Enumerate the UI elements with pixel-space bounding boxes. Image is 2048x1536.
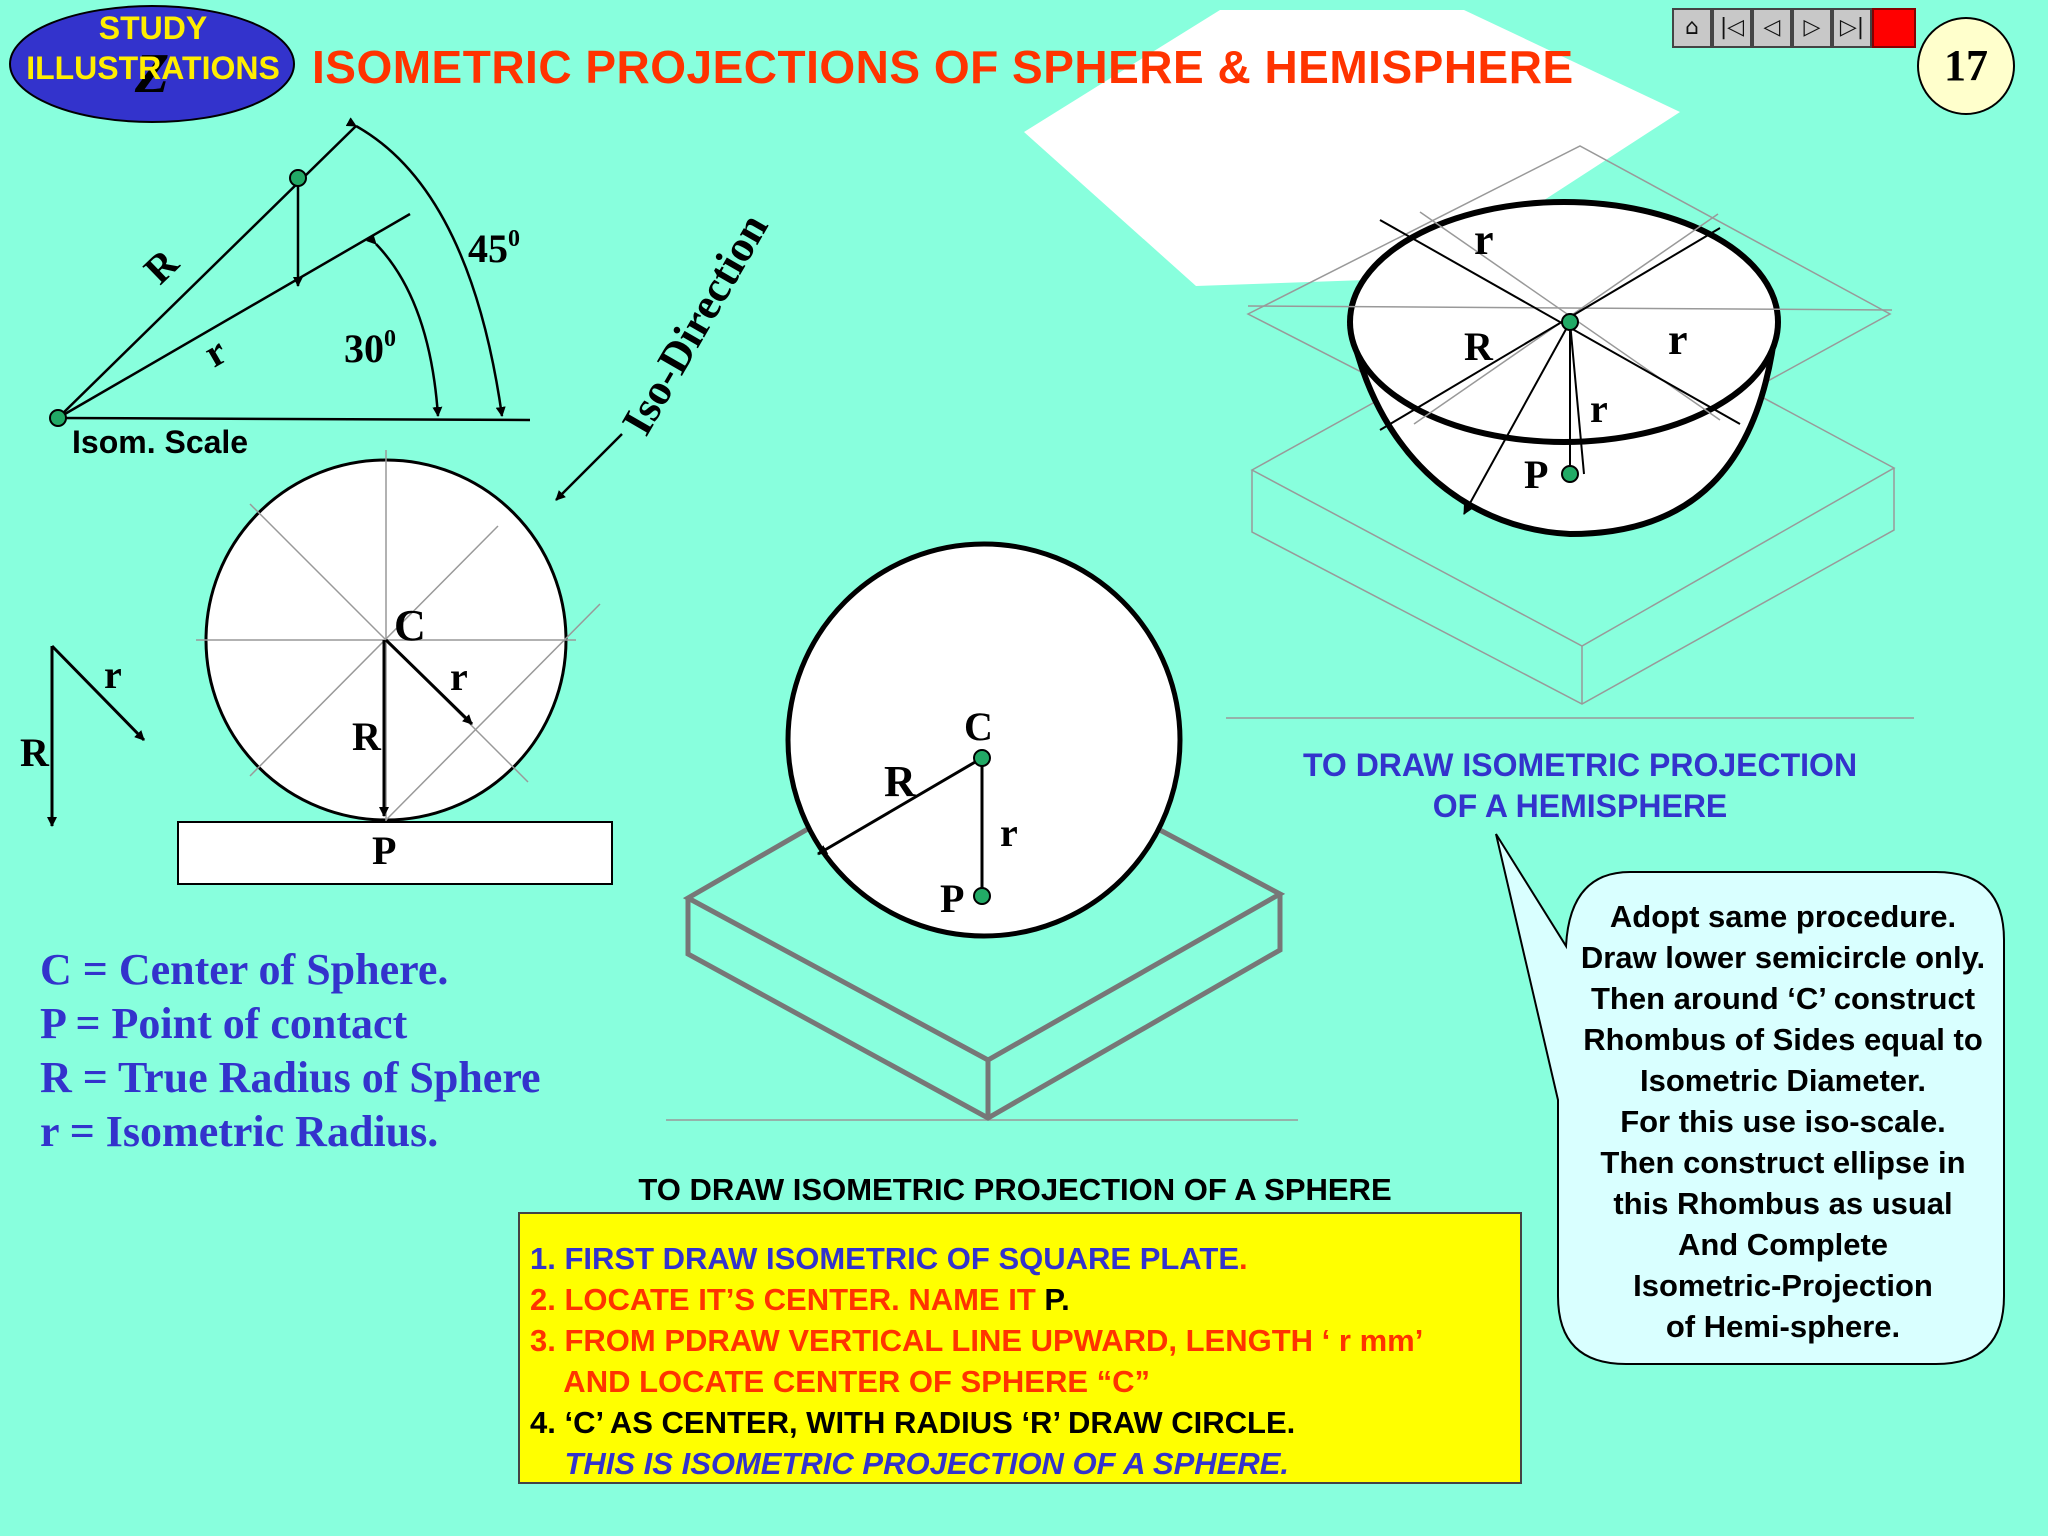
iso-label-C: C <box>964 704 993 749</box>
step-5: THIS IS ISOMETRIC PROJECTION OF A SPHERE… <box>530 1446 1290 1481</box>
page-number-circle <box>1917 17 2015 115</box>
step-1: 1. FIRST DRAW ISOMETRIC OF SQUARE PLATE. <box>530 1241 1248 1276</box>
callout-line: Isometric-Projection <box>1633 1268 1933 1303</box>
legend-iso-radius: r = Isometric Radius. <box>40 1107 439 1156</box>
sphere-elevation <box>47 450 613 885</box>
hemi-label-r-right: r <box>1668 315 1688 364</box>
scale-origin-point <box>49 409 67 427</box>
page-title: ISOMETRIC PROJECTIONS OF SPHERE & HEMISP… <box>312 41 1574 93</box>
iso-label-R: R <box>884 757 917 806</box>
elev-label-P: P <box>372 828 396 873</box>
previous-slide-icon[interactable]: ◁ <box>1752 8 1792 48</box>
first-slide-icon[interactable]: |◁ <box>1712 8 1752 48</box>
next-slide-icon[interactable]: ▷ <box>1792 8 1832 48</box>
elev-label-C: C <box>394 601 426 650</box>
steps-box: 1. FIRST DRAW ISOMETRIC OF SQUARE PLATE.… <box>518 1212 1522 1484</box>
isom-scale-caption: Isom. Scale <box>72 424 249 460</box>
isometric-sphere <box>666 541 1298 1121</box>
elev-label-R: R <box>352 714 382 759</box>
legend-center: C = Center of Sphere. <box>40 945 449 994</box>
hemi-label-R: R <box>1464 324 1494 369</box>
callout-line: Adopt same procedure. <box>1609 899 1957 934</box>
study-badge[interactable] <box>9 5 295 123</box>
callout-line: Rhombus of Sides equal to <box>1583 1022 1983 1057</box>
badge-logo: Z <box>134 43 169 105</box>
hemisphere-title-line1: TO DRAW ISOMETRIC PROJECTION <box>1302 747 1858 783</box>
callout-line: this Rhombus as usual <box>1613 1186 1953 1221</box>
legend-point: P = Point of contact <box>40 999 408 1048</box>
stop-icon[interactable] <box>1872 8 1916 48</box>
badge-line-1: STUDY <box>98 10 208 46</box>
hemi-label-r-top: r <box>1474 215 1494 264</box>
callout-text: Adopt same procedure. Draw lower semicir… <box>1548 896 2018 1347</box>
home-icon[interactable]: ⌂ <box>1672 8 1712 48</box>
side-label-R: R <box>20 730 50 775</box>
callout-line: Draw lower semicircle only. <box>1580 940 1986 975</box>
legend-true-radius: R = True Radius of Sphere <box>40 1053 541 1102</box>
callout-line: of Hemi-sphere. <box>1665 1309 1901 1344</box>
steps-title: TO DRAW ISOMETRIC PROJECTION OF A SPHERE <box>638 1172 1392 1207</box>
slide-navigation: ⌂ |◁ ◁ ▷ ▷| <box>1672 8 1916 48</box>
hemi-label-r-vertical: r <box>1590 386 1608 431</box>
step-4: 4. ‘C’ AS CENTER, WITH RADIUS ‘R’ DRAW C… <box>530 1405 1296 1440</box>
step-3a: 3. FROM PDRAW VERTICAL LINE UPWARD, LENG… <box>530 1323 1424 1358</box>
side-label-r: r <box>104 652 122 697</box>
page-number: 17 <box>1944 41 1988 90</box>
angle-30-label: 300 <box>344 326 396 371</box>
angle-45-label: 450 <box>468 226 520 271</box>
study-badge-label: STUDY ILLUSTRATIONS <box>8 8 298 88</box>
callout-line: Isometric Diameter. <box>1639 1063 1927 1098</box>
iso-label-r: r <box>1000 810 1018 855</box>
callout-line: Then construct ellipse in <box>1600 1145 1966 1180</box>
callout-line: Then around ‘C’ construct <box>1590 981 1976 1016</box>
hemisphere-callout <box>1495 833 2005 1365</box>
scale-top-point <box>289 169 307 187</box>
step-2: 2. LOCATE IT’S CENTER. NAME IT P. <box>530 1282 1070 1317</box>
step-3b: AND LOCATE CENTER OF SPHERE “C” <box>530 1364 1151 1399</box>
hemisphere-title-line2: OF A HEMISPHERE <box>1432 788 1728 824</box>
badge-line-2: ILLUSTRATIONS <box>26 50 280 86</box>
iso-label-P: P <box>940 876 964 921</box>
last-slide-icon[interactable]: ▷| <box>1832 8 1872 48</box>
hemisphere-title: TO DRAW ISOMETRIC PROJECTION OF A HEMISP… <box>1230 745 1930 827</box>
hemi-label-P: P <box>1524 452 1548 497</box>
elev-label-r: r <box>450 654 468 699</box>
isometric-hemisphere <box>1024 10 1914 719</box>
callout-line: For this use iso-scale. <box>1620 1104 1946 1139</box>
callout-line: And Complete <box>1677 1227 1889 1262</box>
